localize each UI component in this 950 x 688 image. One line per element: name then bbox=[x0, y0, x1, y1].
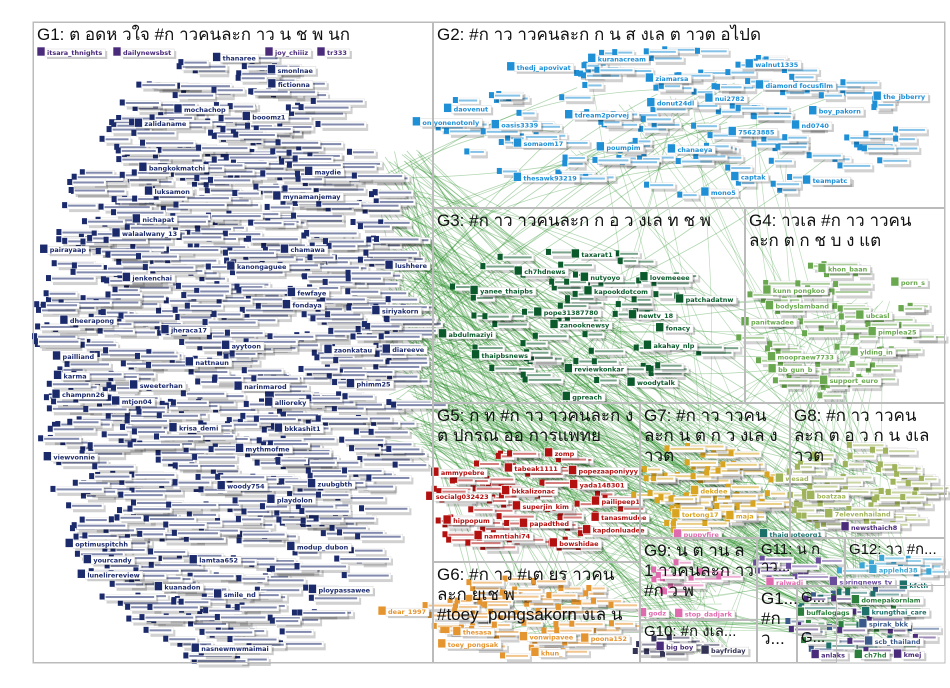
edge bbox=[387, 271, 572, 628]
edge bbox=[419, 255, 806, 565]
edge bbox=[417, 353, 917, 566]
edge bbox=[386, 284, 859, 637]
edge bbox=[428, 195, 700, 595]
edge bbox=[414, 276, 713, 517]
edge bbox=[552, 483, 708, 496]
edge bbox=[408, 343, 918, 566]
node-avatar[interactable] bbox=[386, 399, 392, 406]
edge bbox=[413, 229, 681, 646]
edge bbox=[412, 88, 678, 171]
edge bbox=[398, 213, 833, 487]
edge bbox=[386, 87, 578, 175]
edge bbox=[411, 393, 787, 578]
edge bbox=[390, 169, 879, 487]
edge bbox=[414, 431, 692, 598]
edge bbox=[415, 310, 798, 577]
edge bbox=[405, 274, 755, 508]
edge bbox=[397, 400, 811, 577]
edge bbox=[397, 244, 668, 591]
edge bbox=[396, 267, 740, 511]
edge bbox=[673, 305, 879, 653]
edge bbox=[403, 108, 588, 319]
edge bbox=[384, 220, 883, 617]
edge bbox=[426, 197, 888, 481]
edge bbox=[385, 368, 792, 573]
edge bbox=[427, 389, 885, 629]
edge bbox=[417, 344, 847, 468]
edge bbox=[419, 380, 777, 564]
edge bbox=[410, 390, 877, 564]
edge bbox=[388, 244, 868, 640]
edge bbox=[380, 447, 845, 632]
node-avatar[interactable] bbox=[102, 548, 108, 555]
edge bbox=[426, 375, 809, 566]
edge bbox=[386, 135, 789, 409]
node-label-text bbox=[205, 277, 225, 280]
edge bbox=[394, 291, 850, 507]
edge bbox=[414, 234, 862, 480]
edge bbox=[419, 347, 894, 470]
edge bbox=[412, 333, 793, 573]
edge bbox=[420, 441, 495, 534]
edge bbox=[396, 397, 703, 469]
edge bbox=[415, 276, 690, 481]
edge bbox=[393, 161, 692, 602]
edge bbox=[489, 136, 669, 624]
edge bbox=[419, 398, 669, 582]
edge bbox=[391, 360, 717, 584]
edge bbox=[408, 339, 836, 470]
edge bbox=[416, 394, 907, 577]
edge bbox=[405, 318, 801, 575]
edge bbox=[391, 310, 717, 646]
edge bbox=[412, 205, 593, 639]
edge bbox=[386, 298, 902, 635]
edge bbox=[639, 133, 735, 481]
edge bbox=[391, 261, 905, 610]
edge bbox=[384, 273, 871, 568]
edge bbox=[514, 616, 872, 640]
edge bbox=[407, 265, 867, 470]
edge bbox=[384, 219, 904, 506]
edge bbox=[429, 172, 693, 584]
edge bbox=[401, 351, 894, 621]
edge bbox=[395, 276, 816, 579]
edge bbox=[578, 150, 902, 630]
edge bbox=[423, 425, 785, 573]
edge bbox=[402, 116, 724, 353]
edge bbox=[398, 162, 738, 254]
edge bbox=[420, 337, 722, 656]
node-avatar[interactable] bbox=[199, 275, 205, 282]
edge bbox=[418, 433, 698, 646]
edge bbox=[381, 315, 727, 644]
edge bbox=[402, 428, 896, 564]
edge bbox=[420, 393, 893, 646]
edge bbox=[423, 163, 894, 618]
edge bbox=[414, 359, 510, 426]
edge bbox=[394, 151, 575, 609]
edge bbox=[385, 277, 831, 464]
edge bbox=[413, 280, 524, 606]
edge bbox=[388, 209, 848, 516]
edge bbox=[387, 328, 708, 575]
edge bbox=[803, 306, 842, 572]
edge bbox=[379, 189, 862, 606]
